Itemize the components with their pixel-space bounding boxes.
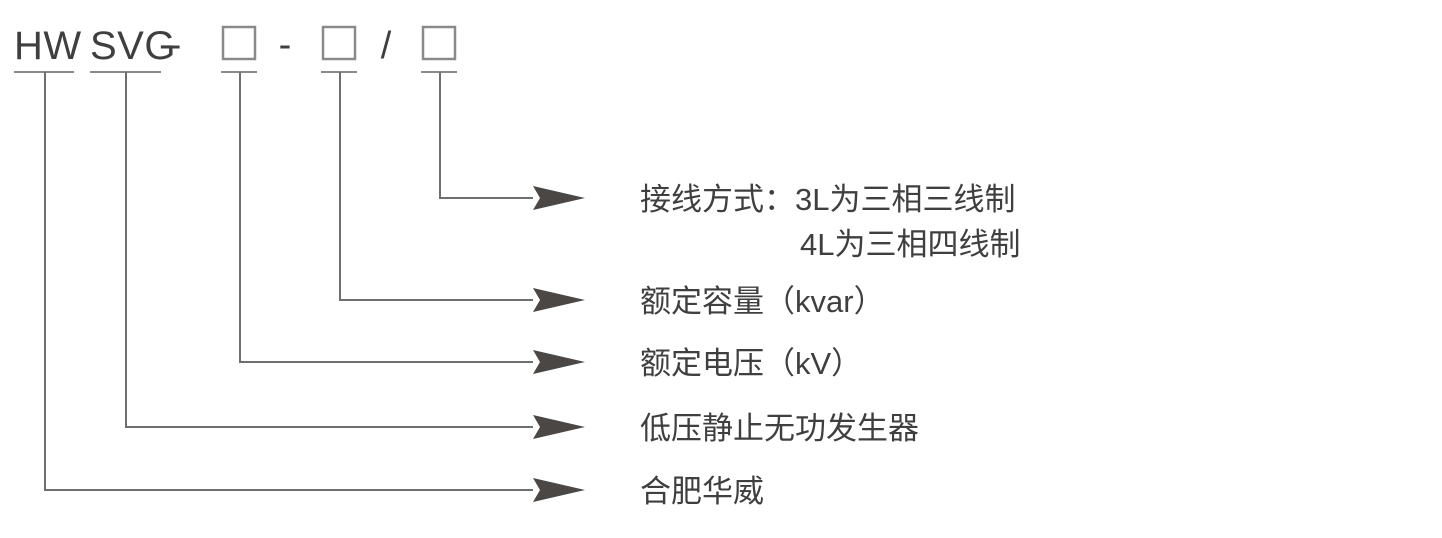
leader-wiring-mode [439,72,533,199]
callout-manufacturer: 合肥华威 [640,474,764,509]
callout-rated-capacity: 额定容量（kvar） [640,284,885,319]
arrowhead-rated-capacity [533,288,585,312]
model-token-wiring-box [421,25,457,61]
callout-labels: 接线方式：3L为三相三线制 4L为三相四线制 额定容量（kvar） 额定电压（k… [640,182,1020,509]
model-separator-2: - [279,24,292,66]
callout-wiring-mode-line-1: 接线方式：3L为三相三线制 [640,182,1015,217]
model-token-brand: HW [14,24,82,68]
arrowhead-wiring-mode [533,186,585,210]
arrowhead-rated-voltage [533,350,585,374]
leader-rated-capacity [339,72,533,301]
callout-product-type: 低压静止无功发生器 [640,411,919,446]
callout-wiring-mode-line-2: 4L为三相四线制 [800,227,1020,262]
arrowhead-product-type [533,415,585,439]
model-separator-1: - [169,24,182,66]
arrowhead-manufacturer [533,478,585,502]
leader-rated-voltage [239,72,533,363]
callout-rated-voltage: 额定电压（kV） [640,346,862,381]
model-token-series: SVG [90,24,176,68]
model-token-voltage-box [221,25,257,61]
leader-manufacturer [44,72,533,491]
leader-product-type [125,72,533,428]
model-token-capacity-box [321,25,357,61]
model-separator-3: / [381,25,392,67]
model-string: HW SVG - - / [14,24,457,68]
leader-lines [44,72,585,502]
